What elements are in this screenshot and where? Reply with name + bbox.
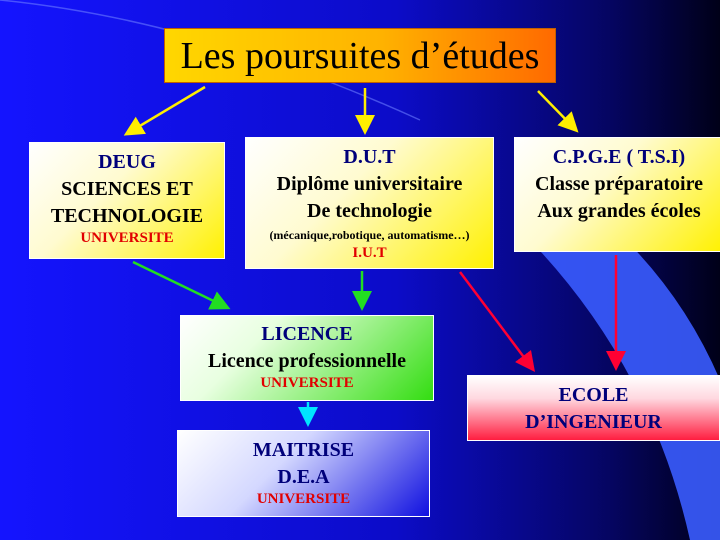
dut-place: I.U.T: [352, 245, 387, 261]
licence-line-2: Licence professionnelle: [208, 350, 406, 372]
ecole-line-2: D’INGENIEUR: [525, 411, 662, 433]
deug-box: DEUG SCIENCES ET TECHNOLOGIE UNIVERSITE: [29, 142, 225, 259]
arrow-dut-to-ecole: [459, 271, 535, 372]
ecole-line-1: ECOLE: [558, 384, 629, 406]
arrow-deug-to-licence: [132, 260, 231, 310]
dut-box: D.U.T Diplôme universitaire De technolog…: [245, 137, 494, 269]
maitrise-box: MAITRISE D.E.A UNIVERSITE: [177, 430, 430, 517]
deug-title: DEUG: [98, 151, 156, 173]
licence-title: LICENCE: [261, 323, 353, 345]
deug-line-2: SCIENCES ET: [61, 178, 193, 200]
cpge-box: C.P.G.E ( T.S.I) Classe préparatoire Aux…: [514, 137, 720, 252]
cpge-line-2: Classe préparatoire: [535, 173, 703, 195]
dut-line-2: Diplôme universitaire: [276, 173, 463, 195]
ecole-box: ECOLE D’INGENIEUR: [467, 375, 720, 441]
cpge-line-3: Aux grandes écoles: [537, 200, 701, 222]
maitrise-place: UNIVERSITE: [256, 491, 351, 507]
deug-place: UNIVERSITE: [80, 230, 174, 246]
arrow-title-to-cpge: [537, 90, 579, 133]
maitrise-line-2: D.E.A: [277, 466, 330, 488]
maitrise-title: MAITRISE: [252, 439, 355, 461]
page-title: Les poursuites d’études: [180, 35, 540, 77]
licence-box: LICENCE Licence professionnelle UNIVERSI…: [180, 315, 434, 401]
licence-place: UNIVERSITE: [260, 375, 354, 391]
title-box: Les poursuites d’études: [164, 28, 556, 83]
deug-line-3: TECHNOLOGIE: [50, 205, 204, 227]
dut-detail: (mécanique,robotique, automatisme…): [269, 228, 470, 242]
cpge-title: C.P.G.E ( T.S.I): [552, 146, 686, 168]
arrow-title-to-deug: [123, 85, 206, 136]
dut-title: D.U.T: [343, 146, 396, 168]
dut-line-3: De technologie: [307, 200, 432, 222]
